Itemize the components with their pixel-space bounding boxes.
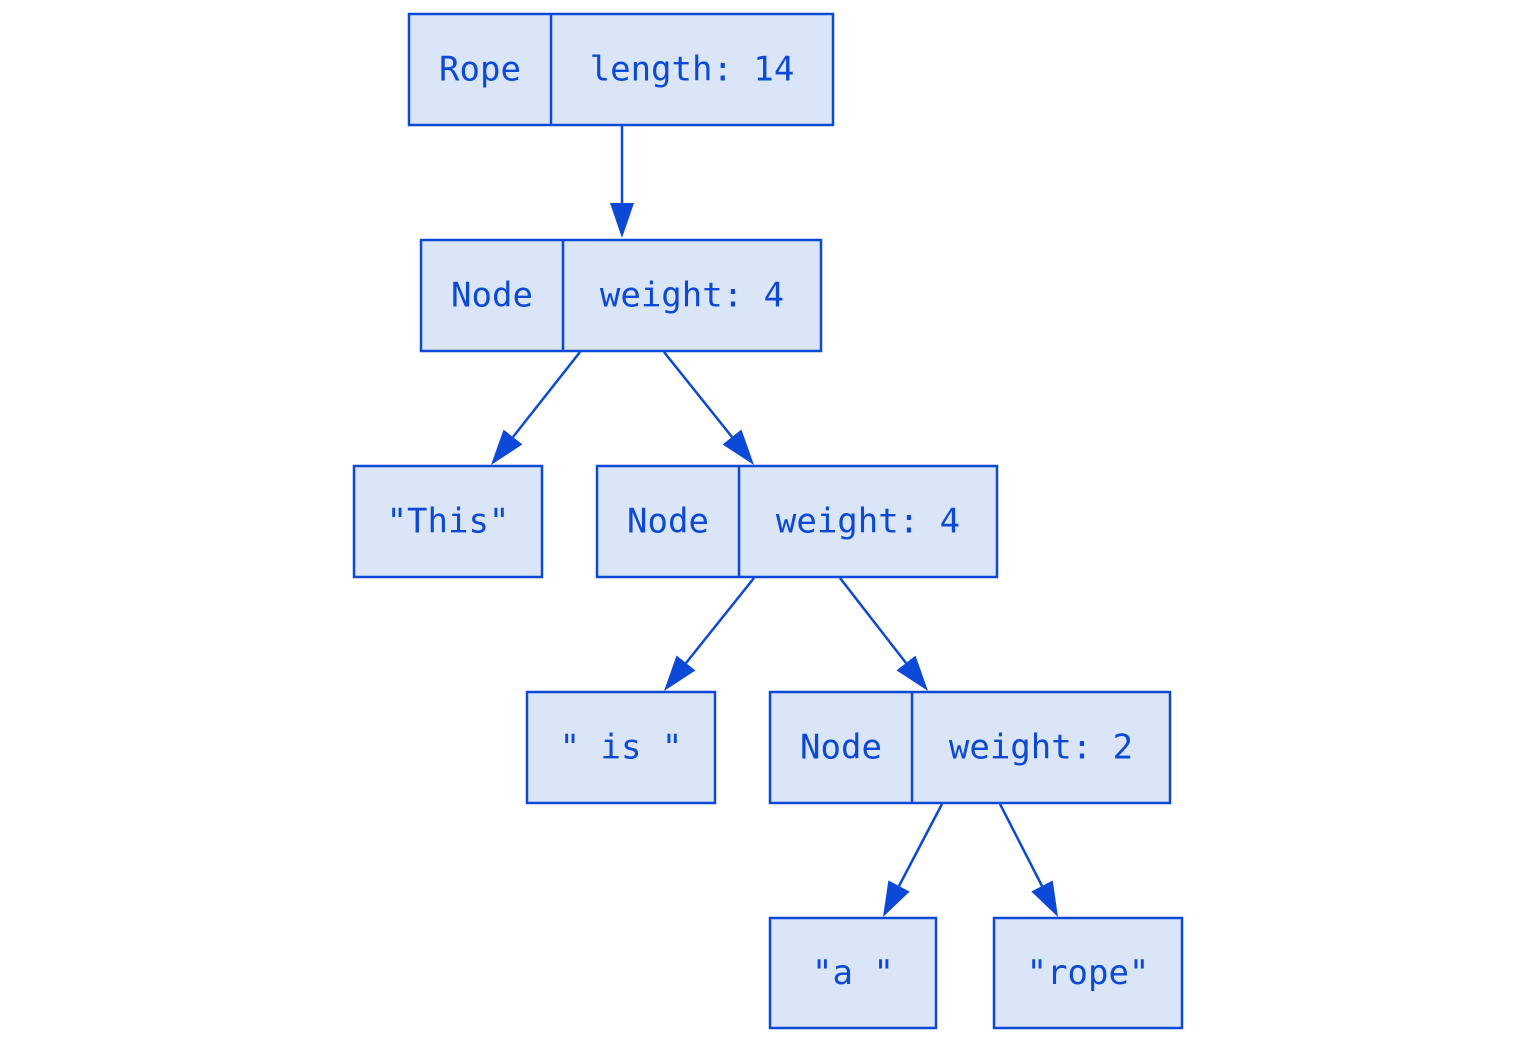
node-2-weight-label: weight: 4	[776, 502, 960, 542]
edge-node3-to-rope	[998, 803, 1058, 917]
rope-type-label: Rope	[439, 50, 521, 90]
edge-node1-to-node2	[663, 351, 754, 465]
leaf-rope-text: "rope"	[1027, 953, 1150, 993]
leaf-a: "a "	[768, 916, 938, 1030]
leaf-a-text: "a "	[812, 953, 894, 993]
leaf-this-text: "This"	[387, 502, 510, 542]
edge-node1-to-this	[491, 351, 581, 465]
leaf-rope: "rope"	[992, 916, 1184, 1030]
rope-length-label: length: 14	[590, 50, 795, 90]
rope-root-node: Rope length: 14	[407, 12, 835, 127]
node-1-weight-label: weight: 4	[600, 276, 784, 316]
leaf-is: " is "	[525, 690, 717, 805]
edge-node2-to-node3	[839, 577, 928, 691]
leaf-is-text: " is "	[560, 728, 683, 768]
edge-root-to-node1	[610, 126, 634, 238]
node-1: Node weight: 4	[419, 238, 823, 353]
node-3-type-label: Node	[800, 728, 882, 768]
edge-node2-to-is	[664, 577, 755, 691]
edge-node3-to-a	[883, 803, 944, 917]
leaf-this: "This"	[352, 464, 544, 579]
node-3: Node weight: 2	[768, 690, 1172, 805]
node-1-type-label: Node	[451, 276, 533, 316]
node-2-type-label: Node	[627, 502, 709, 542]
node-2: Node weight: 4	[595, 464, 999, 579]
node-3-weight-label: weight: 2	[949, 728, 1133, 768]
